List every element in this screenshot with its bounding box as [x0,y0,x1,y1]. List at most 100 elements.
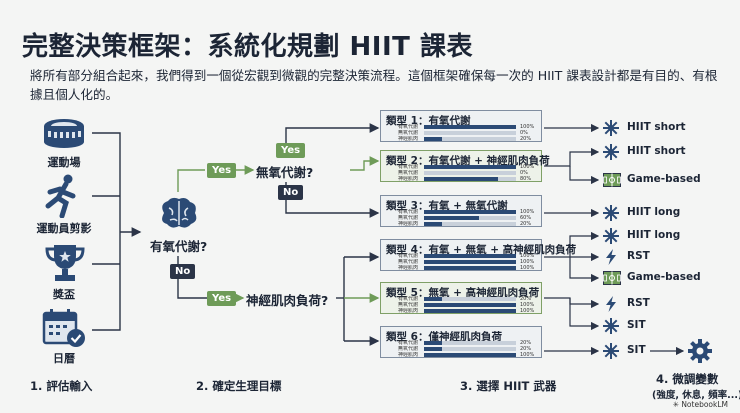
notebooklm-logo-icon: ✳ [672,400,679,409]
metric-bar-track [424,309,516,313]
type-card-title: 類型 3：有氧 + 無氧代謝 [386,200,508,212]
metric-percent: 20% [520,136,532,142]
metric-label: 神經肌肉 [398,221,419,227]
metric-bar-track [424,341,516,345]
metric-bar-track [424,125,516,129]
weapon-label: HIIT short [627,145,686,157]
weapon-label: HIIT long [627,229,681,241]
yes-badge-aerobic: Yes [207,163,237,178]
metric-percent: 20% [520,346,532,352]
metric-row: 神經肌肉 20% [398,221,538,227]
step-1-label: 1. 評估輸入 [30,379,93,393]
no-badge-anaerobic: No [278,185,304,200]
decision-aerobic: 有氧代謝? [150,239,208,254]
starburst-icon [603,343,619,363]
metric-percent: 20% [520,221,532,227]
metric-bar-track [424,171,516,175]
gear-icon [687,338,713,364]
trophy-icon [44,242,86,284]
metric-bar-track [424,297,516,301]
metric-bar-fill [424,222,443,226]
metric-percent: 60% [520,215,532,221]
metric-bar-track [424,177,516,181]
metric-percent: 20% [520,296,532,302]
metric-percent: 80% [520,176,532,182]
starburst-icon [603,318,619,338]
step-2-label: 2. 確定生理目標 [196,379,282,393]
metric-label: 無氧代謝 [398,346,419,352]
metric-bar-track [424,216,516,220]
metric-bar-track [424,347,516,351]
step-4-label: 4. 微調變數 [656,372,719,386]
metric-bar-fill [424,210,516,214]
metric-label: 有氧代謝 [398,296,419,302]
metric-bar-track [424,266,516,270]
metric-bar-fill [424,216,480,220]
metric-bar-track [424,254,516,258]
metric-percent: 100% [520,352,535,358]
weapon-label: RST [627,250,650,262]
metric-label: 有氧代謝 [398,340,419,346]
weapon-label: SIT [627,344,646,356]
metric-bar-fill [424,341,443,345]
metric-bar-track [424,210,516,214]
weapon-label: HIIT long [627,206,681,218]
metric-label: 神經肌肉 [398,176,419,182]
field-icon [603,270,621,289]
input-label-calendar: 日曆 [53,352,75,365]
metric-bar-fill [424,353,516,357]
metric-bar-track [424,137,516,141]
runner-icon [40,174,86,219]
field-icon [603,172,621,191]
metric-bar-track [424,303,516,307]
metric-row: 有氧代謝 20% [398,340,538,346]
metric-row: 有氧代謝 20% [398,296,538,302]
metric-label: 神經肌肉 [398,136,419,142]
metric-percent: 100% [520,164,535,170]
metric-row: 無氧代謝 20% [398,346,538,352]
no-badge-aerobic: No [170,264,196,279]
metric-row: 無氧代謝 60% [398,215,538,221]
weapon-label: HIIT short [627,121,686,133]
metric-row: 神經肌肉 20% [398,136,538,142]
metric-percent: 100% [520,308,535,314]
metric-percent: 20% [520,340,532,346]
page-title: 完整決策框架：系統化規劃 HIIT 課表 [22,32,473,62]
metric-row: 神經肌肉 80% [398,176,538,182]
metric-label: 有氧代謝 [398,209,419,215]
metric-bar-fill [424,309,516,313]
weapon-label: Game-based [627,271,701,283]
weapon-label: SIT [627,319,646,331]
yes-badge-neuro: Yes [207,291,237,306]
metric-percent: 100% [520,124,535,130]
metric-bar-fill [424,125,516,129]
metric-row: 有氧代謝 100% [398,164,538,170]
decision-neuromuscular: 神經肌肉負荷? [246,293,329,308]
metric-bar-fill [424,165,516,169]
input-label-trophy: 獎盃 [53,288,75,301]
starburst-icon [603,205,619,225]
lightning-icon [603,296,619,316]
type-card-title: 類型 6：僅神經肌肉負荷 [386,331,502,343]
type-card-title: 類型 4：有氧 + 無氧 + 高神經肌肉負荷 [386,244,577,256]
metric-percent: 0% [520,170,528,176]
metric-label: 有氧代謝 [398,164,419,170]
metric-label: 無氧代謝 [398,130,419,136]
metric-percent: 100% [520,259,535,265]
metric-label: 無氧代謝 [398,215,419,221]
metric-bar-fill [424,266,516,270]
watermark-text: NotebookLM [681,400,728,409]
metric-percent: 100% [520,302,535,308]
